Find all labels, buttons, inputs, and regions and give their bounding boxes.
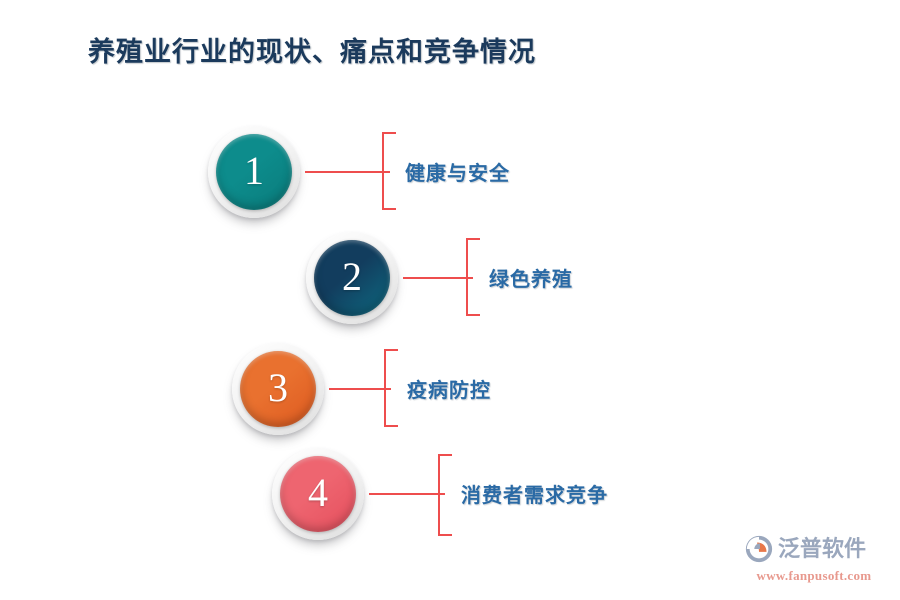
number-badge-1[interactable]: 1 — [208, 126, 300, 218]
badge-number: 3 — [268, 365, 288, 410]
connector-line — [329, 388, 391, 390]
number-disc: 1 — [216, 134, 292, 210]
bracket-icon — [466, 238, 480, 316]
badge-number: 1 — [244, 148, 264, 193]
badge-number: 2 — [342, 254, 362, 299]
watermark: 泛普软件 www.fanpusoft.com — [744, 532, 884, 586]
number-disc: 3 — [240, 351, 316, 427]
item-label: 绿色养殖 — [489, 269, 573, 291]
fanpu-logo-icon — [745, 535, 773, 563]
item-label: 消费者需求竞争 — [461, 485, 608, 507]
page-title: 养殖业行业的现状、痛点和竞争情况 — [88, 37, 536, 67]
badge-number: 4 — [308, 470, 328, 515]
bracket-icon — [384, 349, 398, 427]
connector-line — [305, 171, 390, 173]
number-badge-4[interactable]: 4 — [272, 448, 364, 540]
item-label: 疫病防控 — [407, 380, 491, 402]
number-badge-3[interactable]: 3 — [232, 343, 324, 435]
number-disc: 2 — [314, 240, 390, 316]
bracket-icon — [382, 132, 396, 210]
connector-line — [369, 493, 445, 495]
item-label: 健康与安全 — [405, 163, 510, 185]
watermark-row: 泛普软件 — [744, 532, 884, 566]
connector-line — [403, 277, 473, 279]
bracket-icon — [438, 454, 452, 536]
watermark-brand: 泛普软件 — [778, 536, 867, 561]
watermark-url: www.fanpusoft.com — [756, 568, 872, 583]
number-badge-2[interactable]: 2 — [306, 232, 398, 324]
number-disc: 4 — [280, 456, 356, 532]
